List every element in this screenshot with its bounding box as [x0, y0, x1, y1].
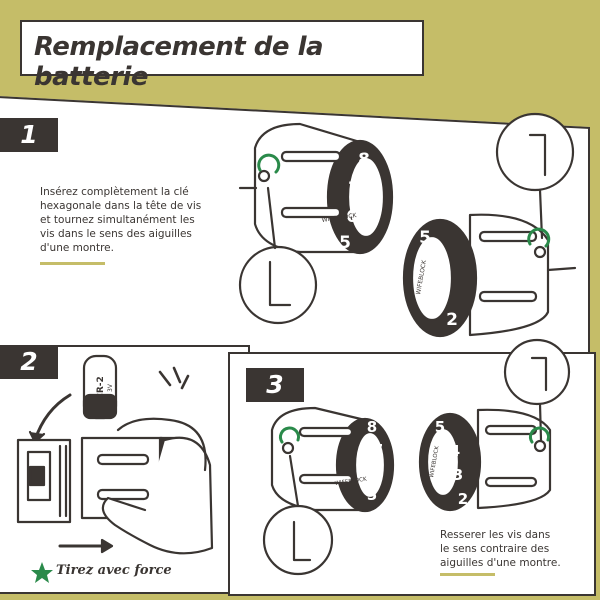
step-1-line: vis dans le sens des aiguilles: [40, 228, 192, 240]
hand-pulling-lock: [80, 417, 214, 555]
step-2-number: 2: [20, 347, 38, 376]
star-icon: [31, 562, 53, 583]
step-3-badge: 3: [246, 368, 304, 402]
page-title: Remplacement de la batterie: [34, 32, 324, 92]
motion-lines: [158, 366, 190, 390]
rotate-arrow-icon: [527, 227, 551, 248]
dial-digit: 8: [367, 418, 377, 436]
step-3-line: le sens contraire des: [440, 543, 550, 555]
dial-digit: 4: [436, 252, 448, 272]
dial-digit: 6: [346, 207, 358, 227]
title-box: Remplacement de la batterie: [20, 20, 424, 92]
battery-compartment: [16, 438, 72, 524]
dial-digit: 5: [419, 228, 431, 248]
dial-digit: 2: [446, 310, 458, 330]
dial-digit: 4: [450, 442, 460, 460]
dial-digit: 3: [453, 466, 463, 484]
rotate-arrow-icon: [529, 426, 550, 444]
hex-key-icon: [238, 186, 318, 325]
hex-key-icon: [495, 112, 575, 240]
dial-digit: 6: [165, 455, 174, 470]
dial-digit: 5: [165, 477, 174, 492]
brand-label: WIFEBLOCK: [321, 212, 358, 224]
rotate-arrow-icon: [257, 153, 281, 174]
dial-digit: 2: [458, 490, 468, 508]
step-3-line: aiguilles d'une montre.: [440, 557, 561, 569]
step-1-badge: 1: [0, 118, 58, 152]
dial-digit: 6: [371, 464, 381, 482]
dial-digit: 5: [367, 486, 377, 504]
step-1-line: et tournez simultanément les: [40, 214, 195, 226]
battery-voltage: 3V: [107, 383, 114, 392]
dial-digit: 7: [348, 179, 360, 199]
hex-key-icon: [503, 338, 571, 442]
step-3-instructions: Resserer les vis dans le sens contraire …: [440, 528, 561, 570]
rotate-arrow-icon: [279, 426, 300, 444]
step-3-number: 3: [266, 370, 284, 399]
brand-label: WIFEBLOCK: [429, 445, 441, 478]
dial-digit: 7: [373, 441, 383, 459]
step-1-line: d'une montre.: [40, 242, 114, 254]
step-1-number: 1: [20, 120, 38, 149]
dial-digit: 8: [358, 150, 370, 170]
lock-cylinder-1b: [402, 213, 577, 338]
hex-key-icon: [262, 454, 334, 576]
brand-label: WIFEBLOCK: [334, 477, 367, 487]
dial-digit: 5: [435, 418, 445, 436]
step-1-underline: [40, 262, 105, 265]
step-3-underline: [440, 573, 495, 576]
down-arrow: [33, 393, 72, 442]
step-1-line: Insérez complètement la clé: [40, 186, 189, 198]
step-2-badge: 2: [0, 345, 58, 379]
step-3-line: Resserer les vis dans: [440, 529, 551, 541]
step-1-instructions: Insérez complètement la clé hexagonale d…: [40, 185, 201, 255]
battery-label: CR-2: [96, 376, 106, 400]
dial-digit: 3: [439, 280, 451, 300]
dial-digit: 5: [339, 233, 351, 253]
battery: [82, 354, 118, 420]
lock-cylinder-1a: [238, 122, 394, 255]
step-1-line: hexagonale dans la tête de vis: [40, 200, 202, 212]
pull-instruction: Tirez avec force: [56, 563, 172, 578]
